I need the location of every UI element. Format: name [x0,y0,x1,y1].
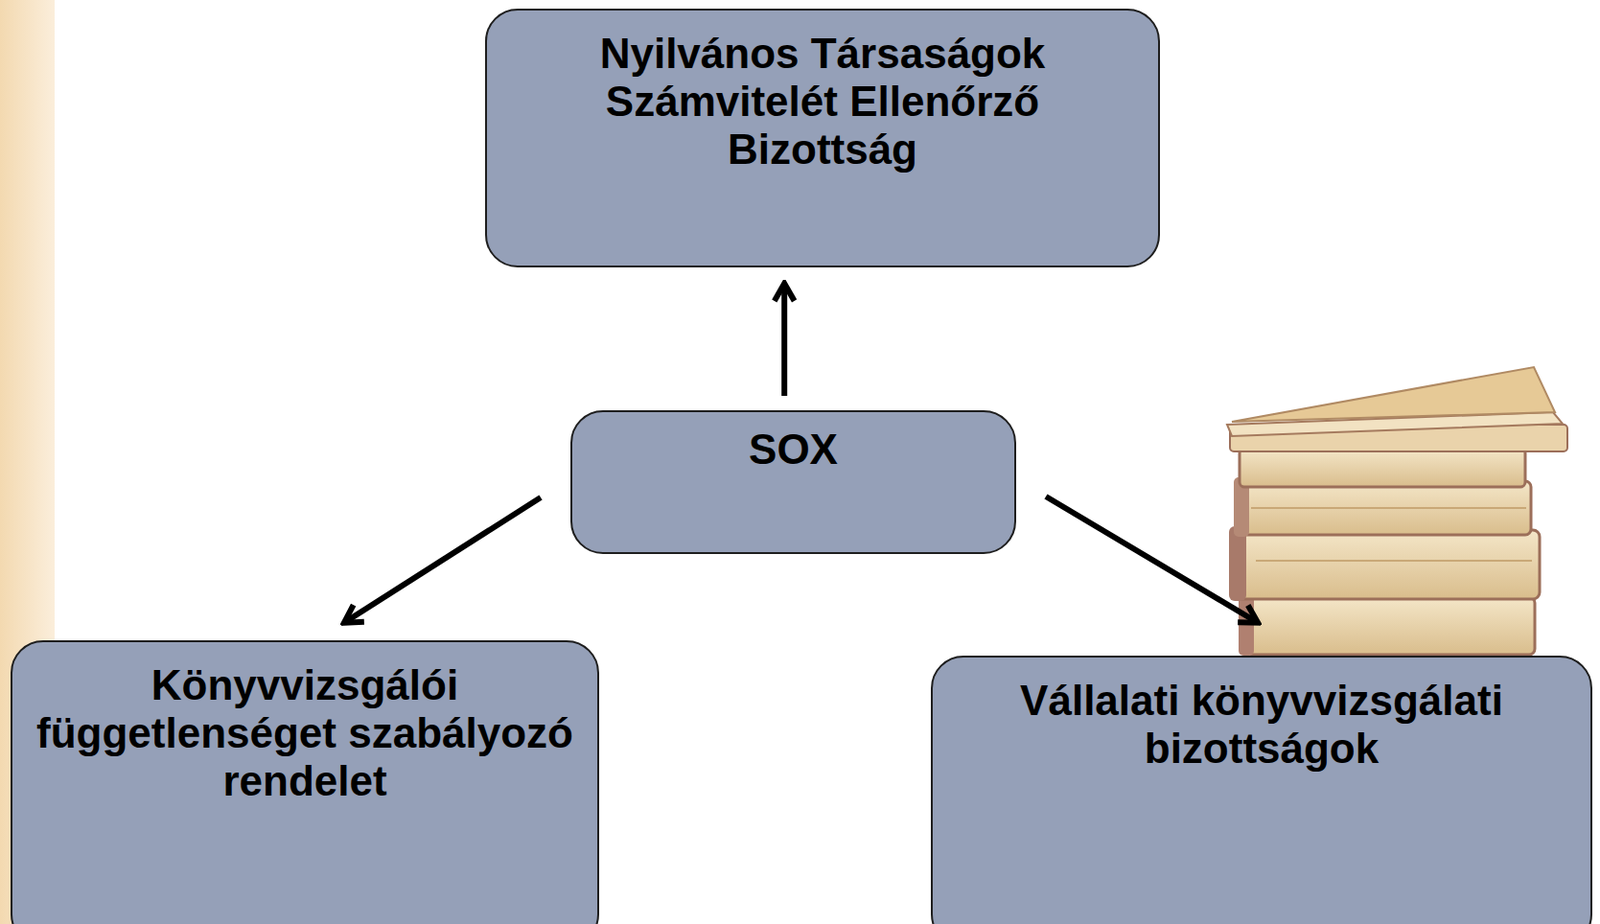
committee-box: Vállalati könyvvizsgálati bizottságok [930,655,1593,924]
central-box: SOX [570,410,1017,555]
box-label: Nyilvános Társaságok Számvitelét Ellenőr… [508,29,1137,174]
box-label: SOX [591,425,996,474]
box-label: Könyvvizsgálói függetlenséget szabályozó… [33,661,577,806]
book-stack [1227,367,1568,656]
arrow-connector [1045,496,1257,623]
arrow-connector [781,284,788,396]
regulation-box: Könyvvizsgálói függetlenséget szabályozó… [10,640,600,924]
agency-box: Nyilvános Társaságok Számvitelét Ellenőr… [485,8,1160,268]
box-label: Vállalati könyvvizsgálati bizottságok [953,676,1570,773]
arrow-connector [345,497,541,623]
